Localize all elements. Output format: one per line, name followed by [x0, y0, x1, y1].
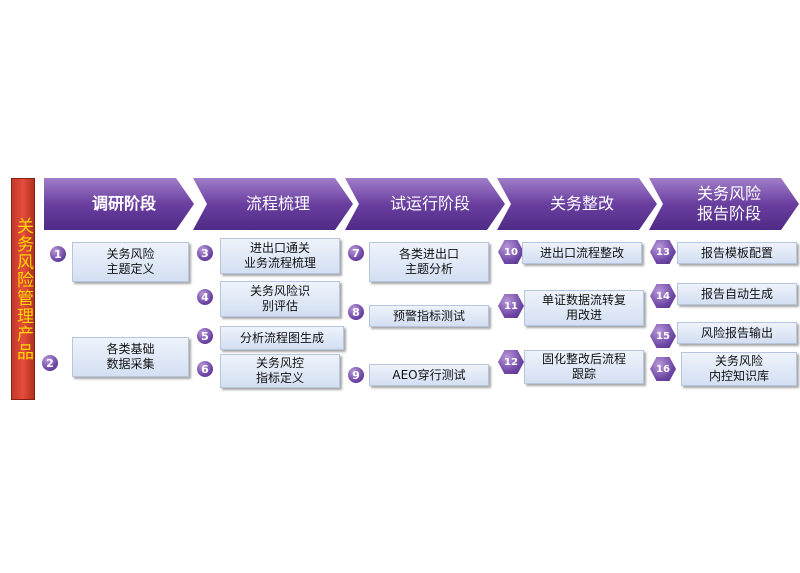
- phase-label: 调研阶段: [91, 194, 156, 213]
- step-box: 进出口流程整改: [522, 242, 642, 264]
- step-box: 预警指标测试: [369, 305, 489, 327]
- step-badge: 5: [197, 328, 213, 344]
- step-badge: 11: [498, 294, 524, 318]
- step-badge: 7: [348, 245, 364, 261]
- step-box: 进出口通关 业务流程梳理: [220, 238, 340, 274]
- step-badge: 12: [498, 350, 524, 374]
- step-badge: 3: [197, 245, 213, 261]
- step-badge: 4: [197, 289, 213, 305]
- step-badge: 15: [650, 324, 676, 348]
- phase-label: 关务整改: [549, 194, 614, 213]
- step-badge: 6: [197, 361, 213, 377]
- step-box: 单证数据流转复 用改进: [524, 290, 644, 326]
- step-box: 关务风险 主题定义: [72, 242, 189, 282]
- step-box: 固化整改后流程 跟踪: [524, 350, 644, 384]
- step-badge: 8: [348, 304, 364, 320]
- step-badge: 10: [498, 240, 524, 264]
- step-badge: 14: [650, 284, 676, 308]
- step-box: 关务风控 指标定义: [220, 354, 340, 388]
- phase-process: 流程梳理: [193, 178, 353, 230]
- step-box: 风险报告输出: [677, 322, 797, 344]
- step-box: AEO穿行测试: [369, 364, 489, 386]
- step-badge: 16: [650, 357, 676, 381]
- step-badge: 13: [650, 240, 676, 264]
- step-badge: 1: [50, 246, 66, 262]
- step-box: 分析流程图生成: [220, 326, 344, 350]
- step-box: 各类进出口 主题分析: [369, 242, 489, 282]
- step-box: 关务风险识 别评估: [220, 281, 340, 317]
- step-box: 各类基础 数据采集: [72, 337, 189, 377]
- product-title: 关务风险管理产品: [13, 217, 33, 361]
- step-box: 报告自动生成: [677, 283, 797, 305]
- phase-report: 关务风险 报告阶段: [649, 178, 799, 230]
- product-title-bar: 关务风险管理产品: [11, 178, 35, 400]
- phase-label: 关务风险 报告阶段: [696, 184, 761, 223]
- step-badge: 2: [42, 355, 58, 371]
- phase-label: 试运行阶段: [389, 194, 470, 213]
- phase-rectify: 关务整改: [497, 178, 657, 230]
- phase-trial: 试运行阶段: [345, 178, 505, 230]
- step-badge: 9: [348, 367, 364, 383]
- step-box: 报告模板配置: [677, 242, 797, 264]
- step-box: 关务风险 内控知识库: [681, 352, 797, 386]
- phase-label: 流程梳理: [245, 194, 310, 213]
- phase-research: 调研阶段: [44, 178, 194, 230]
